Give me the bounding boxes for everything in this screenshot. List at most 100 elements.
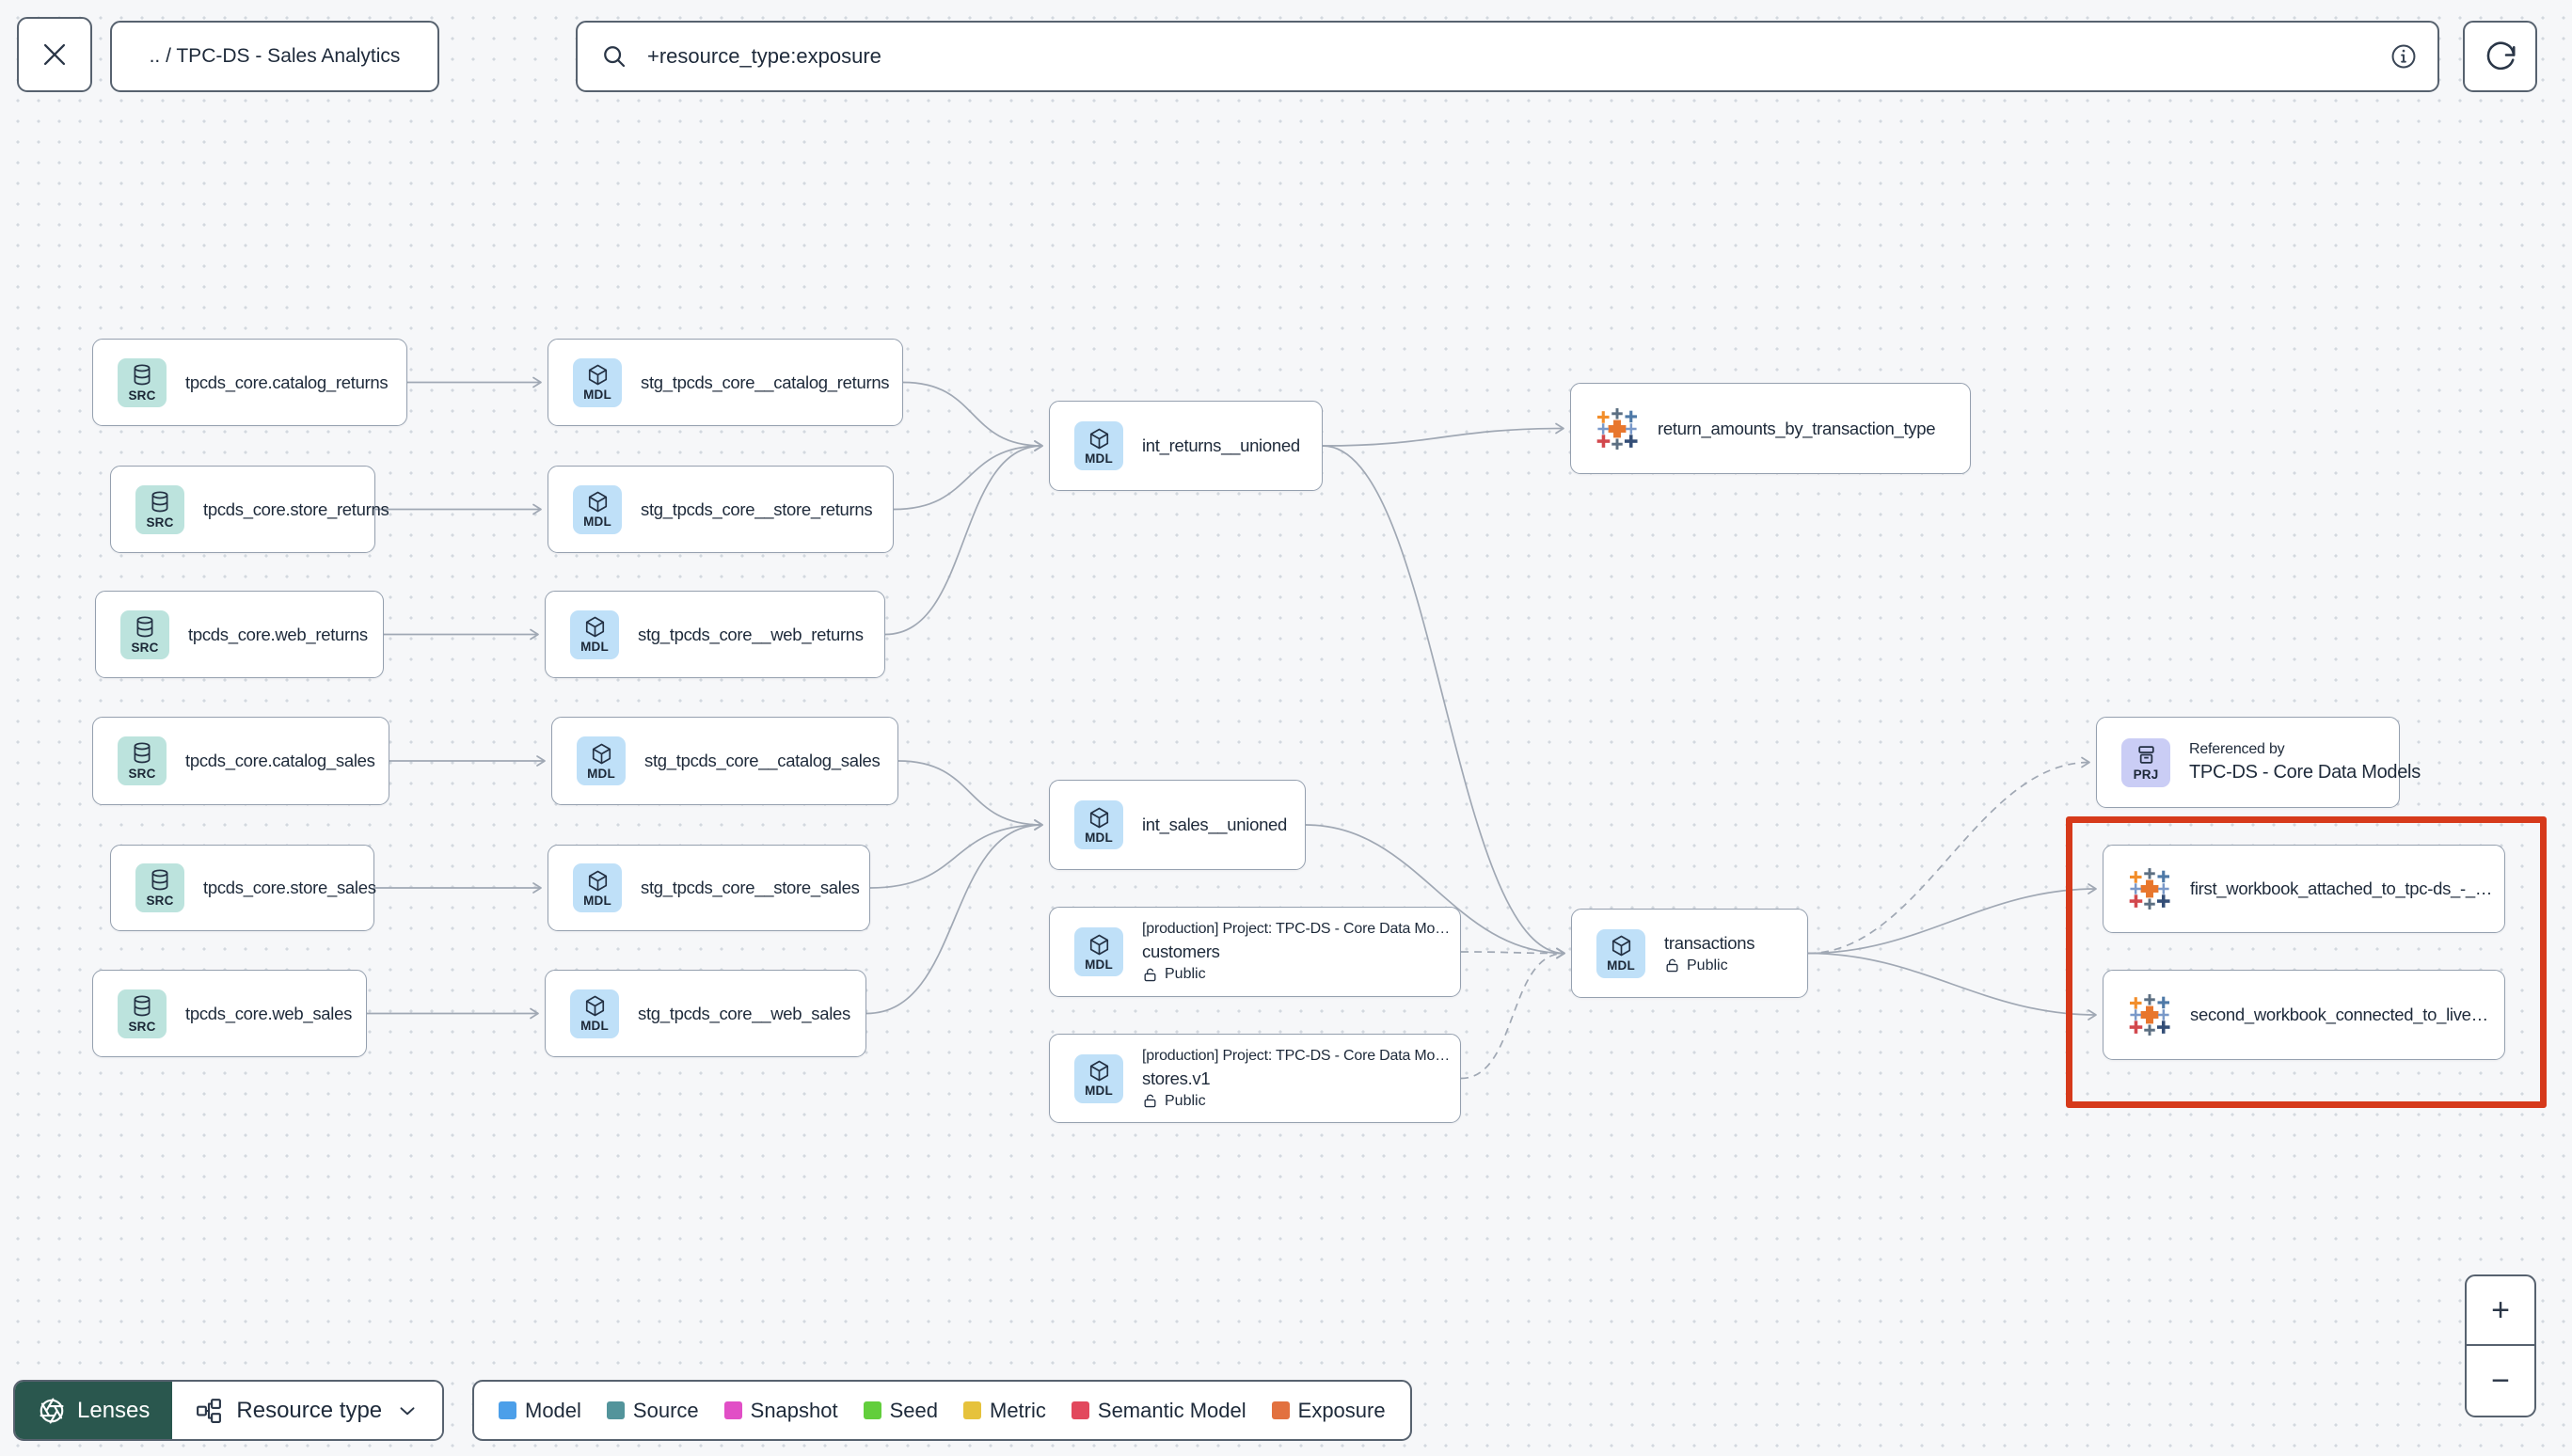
close-button[interactable] (17, 17, 92, 92)
model-cube-icon (1089, 428, 1108, 449)
node-src_store_sales[interactable]: SRC tpcds_core.store_sales (110, 845, 376, 931)
access-row: Public (1142, 966, 1443, 983)
badge-label: SRC (128, 1019, 156, 1034)
model-badge: MDL (1074, 800, 1123, 849)
node-label: first_workbook_attached_to_tpc-ds_-_… (2190, 878, 2493, 898)
badge-label: SRC (146, 894, 174, 908)
zoom-controls: + − (2465, 1274, 2536, 1417)
database-icon (134, 742, 151, 764)
legend-swatch (963, 1401, 981, 1419)
edge-stg_store_sales-to-int_sales (869, 819, 1043, 889)
model-badge: MDL (1074, 421, 1123, 470)
source-badge: SRC (120, 609, 169, 659)
database-icon (134, 363, 151, 385)
source-badge: SRC (118, 736, 167, 785)
node-project-label: [production] Project: TPC-DS - Core Data… (1142, 1047, 1451, 1064)
access-label: Public (1165, 966, 1206, 982)
node-label: tpcds_core.catalog_returns (185, 372, 389, 392)
node-text: tpcds_core.catalog_sales (185, 751, 375, 771)
model-cube-icon (585, 995, 604, 1017)
edge-stg_web_returns-to-int_returns (884, 440, 1043, 636)
unlock-icon (1144, 1094, 1156, 1108)
badge-label: SRC (146, 514, 174, 530)
model-badge: MDL (573, 357, 622, 407)
chevron-down-icon (400, 1406, 415, 1415)
node-int_sales[interactable]: MDL int_sales__unioned (1049, 780, 1306, 870)
node-text: stg_tpcds_core__web_returns (638, 625, 864, 645)
node-text: stg_tpcds_core__store_sales (641, 878, 860, 898)
legend-swatch (863, 1401, 881, 1419)
node-stg_store_returns[interactable]: MDL stg_tpcds_core__store_returns (548, 466, 894, 553)
info-icon[interactable] (2389, 41, 2419, 71)
node-second_workbook[interactable]: second_workbook_connected_to_live… (2103, 970, 2505, 1060)
legend-swatch (606, 1401, 625, 1419)
legend-item-semantic-model: Semantic Model (1071, 1399, 1246, 1423)
node-label: TPC-DS - Core Data Models (2189, 762, 2421, 783)
refresh-icon (2486, 41, 2516, 71)
badge-label: MDL (583, 514, 611, 529)
badge-label: MDL (583, 388, 611, 402)
node-first_workbook[interactable]: first_workbook_attached_to_tpc-ds_-_… (2103, 845, 2505, 933)
node-text: int_sales__unioned (1142, 815, 1287, 835)
refresh-button[interactable] (2463, 21, 2537, 92)
access-label: Public (1687, 957, 1728, 973)
node-customers[interactable]: MDL[production] Project: TPC-DS - Core D… (1049, 907, 1461, 997)
lenses-pill: Lenses Resource type (13, 1380, 445, 1441)
model-cube-icon (1089, 807, 1108, 828)
breadcrumb-label: .. / TPC-DS - Sales Analytics (149, 45, 401, 67)
node-stg_web_returns[interactable]: MDL stg_tpcds_core__web_returns (545, 591, 885, 678)
edge-stg_store_returns-to-int_returns (893, 440, 1043, 511)
zoom-in-button[interactable]: + (2467, 1276, 2534, 1346)
badge-label: MDL (580, 640, 609, 654)
badge-label: MDL (1085, 1084, 1113, 1098)
badge-label: MDL (580, 1019, 609, 1033)
legend-item-metric: Metric (963, 1399, 1046, 1423)
node-label: stg_tpcds_core__store_returns (641, 499, 873, 519)
node-src_catalog_sales[interactable]: SRC tpcds_core.catalog_sales (92, 717, 389, 805)
model-badge: MDL (1074, 927, 1123, 976)
node-return_amounts[interactable]: return_amounts_by_transaction_type (1570, 383, 1971, 474)
zoom-out-button[interactable]: − (2491, 1362, 2510, 1399)
lenses-button[interactable]: Lenses (15, 1382, 173, 1439)
node-label: stg_tpcds_core__catalog_sales (644, 751, 881, 770)
source-badge: SRC (135, 484, 184, 534)
legend-label: Exposure (1297, 1398, 1386, 1422)
node-label: transactions (1664, 932, 1755, 953)
badge-label: MDL (1085, 957, 1113, 972)
breadcrumb[interactable]: .. / TPC-DS - Sales Analytics (110, 21, 439, 92)
model-badge: MDL (570, 989, 619, 1038)
badge-label: MDL (583, 893, 611, 908)
badge-label: SRC (131, 640, 159, 655)
node-stg_catalog_sales[interactable]: MDL stg_tpcds_core__catalog_sales (551, 717, 898, 805)
edge-stg_catalog_returns-to-int_returns (902, 381, 1043, 451)
legend-item-source: Source (606, 1399, 699, 1423)
model-badge: MDL (577, 736, 626, 785)
badge-label: MDL (1085, 830, 1113, 845)
node-stg_store_sales[interactable]: MDL stg_tpcds_core__store_sales (548, 845, 870, 931)
legend-label: Seed (889, 1398, 938, 1422)
source-badge: SRC (118, 989, 167, 1038)
close-icon (43, 43, 66, 66)
search-input[interactable] (645, 43, 2372, 70)
resource-type-dropdown[interactable]: Resource type (172, 1382, 443, 1439)
model-cube-icon (1089, 934, 1108, 955)
edge-int_returns-to-transactions (1322, 445, 1565, 959)
legend-item-model: Model (499, 1399, 581, 1423)
node-label: second_workbook_connected_to_live… (2190, 1005, 2488, 1024)
badge-label: MDL (1085, 451, 1113, 466)
node-stores_v1[interactable]: MDL [production] Project: TPC-DS - Core D… (1049, 1034, 1461, 1123)
node-label: tpcds_core.store_sales (203, 878, 376, 897)
access-row: Public (1142, 1093, 1443, 1110)
legend-label: Snapshot (750, 1398, 838, 1422)
node-project-label: Referenced by (2189, 741, 2285, 757)
